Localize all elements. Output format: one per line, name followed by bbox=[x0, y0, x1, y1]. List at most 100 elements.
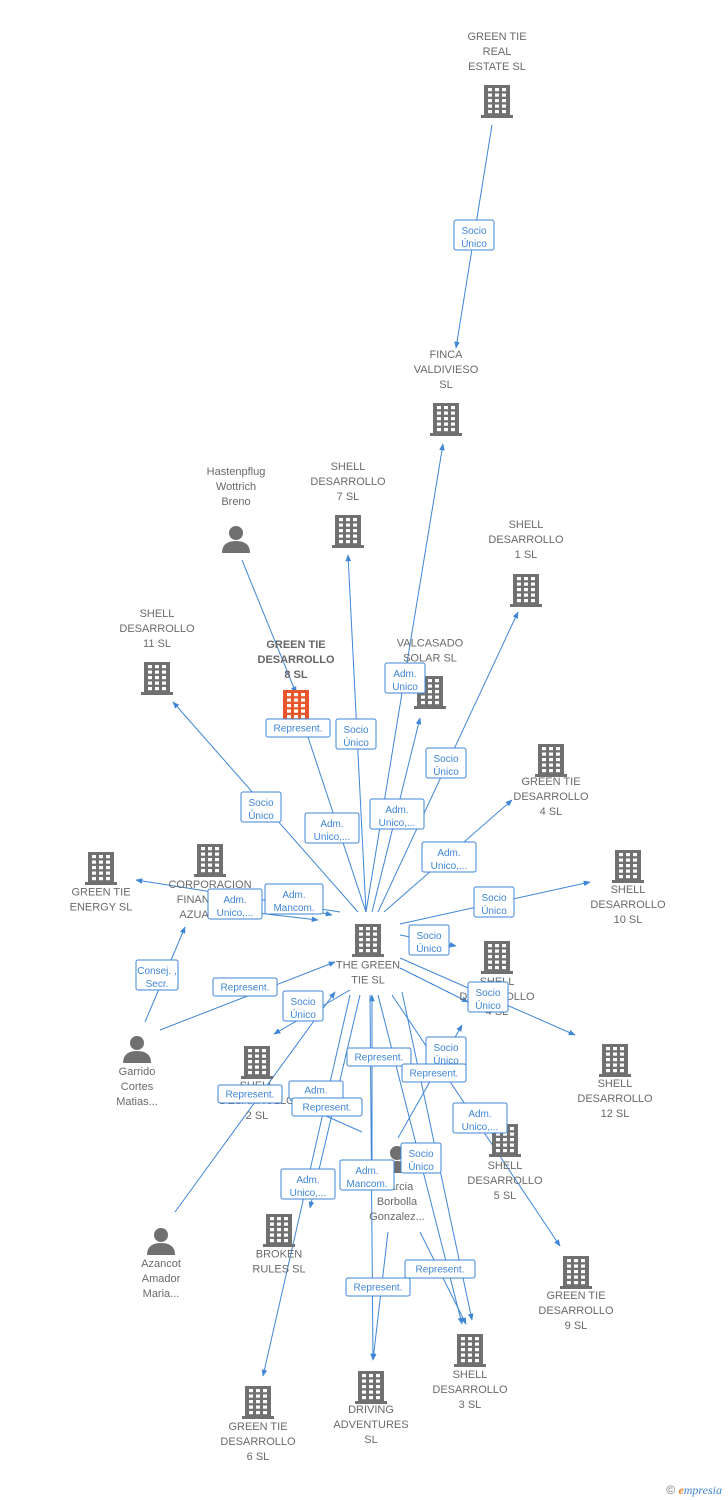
building-icon bbox=[280, 690, 312, 723]
relation-label[interactable]: Represent. bbox=[345, 1277, 411, 1297]
node-label: Borbolla bbox=[377, 1196, 418, 1208]
node-label: SHELL bbox=[140, 608, 175, 620]
node-label: SHELL bbox=[611, 884, 646, 896]
node-label: 10 SL bbox=[614, 914, 643, 926]
building-icon bbox=[332, 515, 364, 548]
building-icon bbox=[560, 1256, 592, 1289]
relation-label[interactable]: Adm.Unico,... bbox=[369, 798, 425, 830]
person-node-azancot[interactable]: AzancotAmadorMaria... bbox=[141, 1228, 181, 1300]
relation-label-text: Adm. bbox=[355, 1166, 378, 1177]
relation-label-text: Represent. bbox=[410, 1069, 459, 1080]
node-label: DESARROLLO bbox=[577, 1093, 653, 1105]
relation-label-text: Mancom. bbox=[273, 903, 314, 914]
person-node-garrido[interactable]: GarridoCortesMatias... bbox=[116, 1036, 158, 1108]
node-label: SHELL bbox=[331, 461, 366, 473]
node-label: SHELL bbox=[509, 519, 544, 531]
relation-label[interactable]: Represent. bbox=[401, 1063, 467, 1083]
footer-brand[interactable]: © empresia bbox=[666, 1483, 722, 1498]
relation-label-text: Socio bbox=[343, 725, 368, 736]
relation-edge bbox=[399, 967, 469, 1003]
relation-label[interactable]: Represent. bbox=[212, 977, 278, 997]
node-label: SOLAR SL bbox=[403, 653, 457, 665]
relation-labels-layer: SocioÚnicoAdm.UnicoRepresent.SocioÚnicoS… bbox=[135, 219, 515, 1297]
relation-label-text: Socio bbox=[433, 1043, 458, 1054]
node-label: Matias... bbox=[116, 1096, 158, 1108]
node-label: DESARROLLO bbox=[119, 623, 195, 635]
node-label: 6 SL bbox=[247, 1451, 270, 1463]
relation-label[interactable]: Adm.Unico,... bbox=[304, 812, 360, 844]
node-label: DESARROLLO bbox=[488, 534, 564, 546]
relation-label-text: Único bbox=[481, 904, 507, 917]
relation-label-text: Adm. bbox=[282, 890, 305, 901]
node-label: DESARROLLO bbox=[513, 791, 589, 803]
relation-label-text: Socio bbox=[416, 931, 441, 942]
node-label: 8 SL bbox=[284, 669, 308, 681]
node-label: Garrido bbox=[119, 1066, 156, 1078]
node-label: DESARROLLO bbox=[310, 476, 386, 488]
relation-label[interactable]: Represent. bbox=[217, 1084, 283, 1104]
node-label: GREEN TIE bbox=[546, 1290, 605, 1302]
building-icon bbox=[599, 1044, 631, 1077]
node-label: Cortes bbox=[121, 1081, 154, 1093]
node-label: DESARROLLO bbox=[432, 1384, 508, 1396]
node-label: FINCA bbox=[430, 349, 464, 361]
relation-label-text: Adm. bbox=[385, 805, 408, 816]
relation-label[interactable]: Adm. Mancom. bbox=[264, 883, 324, 915]
node-label: Wottrich bbox=[216, 481, 256, 493]
relation-edge bbox=[241, 559, 297, 694]
relation-label-text: Represent. bbox=[416, 1265, 465, 1276]
node-label: Hastenpflug bbox=[207, 466, 266, 478]
relation-label[interactable]: Represent. bbox=[346, 1047, 412, 1067]
relation-label[interactable]: Represent. bbox=[265, 718, 331, 738]
relation-label[interactable]: Adm.Unico bbox=[384, 662, 426, 694]
relation-label[interactable]: Represent. bbox=[291, 1097, 363, 1117]
node-label: Maria... bbox=[143, 1288, 180, 1300]
node-label: ESTATE SL bbox=[468, 61, 526, 73]
building-icon bbox=[481, 85, 513, 118]
node-label: GREEN TIE bbox=[71, 887, 130, 899]
node-label: Breno bbox=[221, 496, 250, 508]
relation-label[interactable]: Consej. ,Secr. bbox=[135, 959, 179, 991]
relation-label-text: Represent. bbox=[354, 1283, 403, 1294]
relation-label[interactable]: Adm.Unico,... bbox=[207, 888, 263, 920]
node-label: REAL bbox=[483, 46, 512, 58]
node-label: GREEN TIE bbox=[228, 1421, 287, 1433]
relation-label[interactable]: Adm.Unico,... bbox=[452, 1102, 508, 1134]
relation-label[interactable]: Represent. bbox=[404, 1259, 476, 1279]
company-node-desa2[interactable]: SHELLDESARROLLO2 SL bbox=[219, 1046, 295, 1122]
relation-label[interactable]: Adm.Unico,... bbox=[421, 841, 477, 873]
relation-label-text: Socio bbox=[481, 893, 506, 904]
relation-label[interactable]: Adm.Mancom. bbox=[339, 1159, 395, 1191]
relation-label[interactable]: Adm. bbox=[288, 1080, 344, 1100]
relation-label[interactable]: Adm.Unico,... bbox=[280, 1168, 336, 1200]
node-label: SHELL bbox=[488, 1160, 523, 1172]
